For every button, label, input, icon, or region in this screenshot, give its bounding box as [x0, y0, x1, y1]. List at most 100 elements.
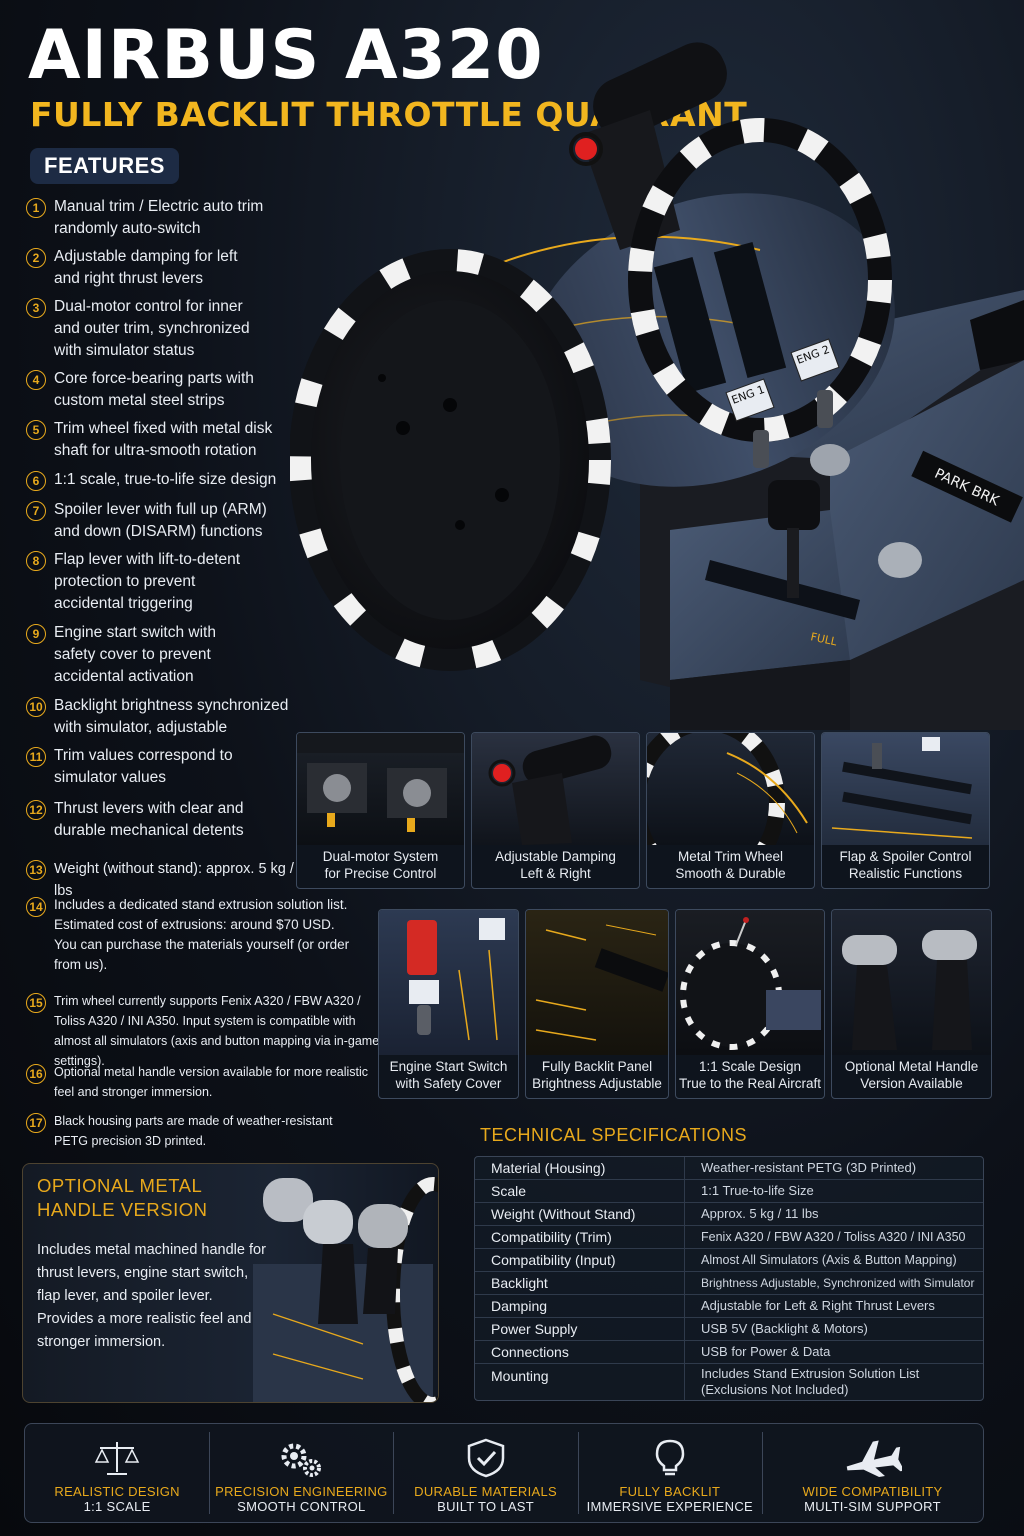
- feature-number: 13: [26, 860, 46, 880]
- feature-text: Dual-motor control for inner and outer t…: [54, 298, 250, 359]
- spec-value: Adjustable for Left & Right Thrust Lever…: [701, 1298, 935, 1313]
- feature-text: Weight (without stand): approx. 5 kg / 1…: [54, 861, 313, 899]
- spec-value: Approx. 5 kg / 11 lbs: [701, 1206, 819, 1221]
- metal-handle-image: [832, 910, 991, 1055]
- spec-key: Compatibility (Trim): [475, 1226, 685, 1248]
- full-label: FULL: [809, 630, 839, 648]
- spec-value: USB 5V (Backlight & Motors): [701, 1321, 868, 1336]
- benefit-fully-backlit: FULLY BACKLIT IMMERSIVE EXPERIENCE: [577, 1424, 762, 1522]
- airplane-icon: [847, 1440, 903, 1478]
- thumb-caption-line1: Fully Backlit Panel: [541, 1059, 653, 1074]
- feature-item: 17 Black housing parts are made of weathe…: [26, 1111, 386, 1151]
- benefit-subtitle: MULTI-SIM SUPPORT: [804, 1499, 941, 1514]
- thumb-caption-line1: Dual-motor System: [322, 849, 439, 864]
- thumb-caption-line2: for Precise Control: [324, 866, 437, 881]
- lightbulb-icon: [655, 1439, 685, 1476]
- benefit-durable-materials: DURABLE MATERIALS BUILT TO LAST: [393, 1424, 577, 1522]
- feature-text: 1:1 scale, true-to-life size design: [54, 471, 277, 488]
- optional-title: OPTIONAL METAL HANDLE VERSION: [37, 1175, 208, 1220]
- benefit-realistic-design: REALISTIC DESIGN 1:1 SCALE: [25, 1424, 209, 1522]
- feature-number: 3: [26, 298, 46, 318]
- feature-text: Black housing parts are made of weather-…: [54, 1114, 333, 1148]
- features-label: FEATURES: [30, 148, 179, 184]
- spec-key: Compatibility (Input): [475, 1249, 685, 1271]
- feature-item: 13 Weight (without stand): approx. 5 kg /…: [26, 858, 386, 902]
- feature-item: 9 Engine start switch with safety cover t…: [26, 622, 386, 688]
- backlit-panel-image: [526, 910, 668, 1055]
- spec-value: Includes Stand Extrusion Solution List (…: [701, 1366, 920, 1397]
- feature-text: Adjustable damping for left and right th…: [54, 248, 238, 287]
- damping-image: [472, 733, 639, 845]
- feature-item: 3 Dual-motor control for inner and outer …: [26, 296, 386, 362]
- table-row: Material (Housing)Weather-resistant PETG…: [475, 1157, 983, 1180]
- scale-design-image: [676, 910, 824, 1055]
- spec-key: Material (Housing): [475, 1157, 685, 1179]
- thumb-caption-line2: Brightness Adjustable: [532, 1076, 662, 1091]
- dual-motor-image: [297, 733, 464, 845]
- benefit-precision-engineering: PRECISION ENGINEERING SMOOTH CONTROL: [209, 1424, 393, 1522]
- feature-text: Flap lever with lift-to-detent protectio…: [54, 551, 241, 612]
- thumb-caption-line1: Optional Metal Handle: [844, 1059, 979, 1074]
- throttle-quadrant-image: ENG 1 ENG 2 PARK BRK FULL: [289, 40, 1024, 730]
- feature-text: Backlight brightness synchronized with s…: [54, 697, 289, 736]
- spec-key: Backlight: [475, 1272, 685, 1294]
- spec-value: Almost All Simulators (Axis & Button Map…: [701, 1253, 957, 1267]
- feature-number: 9: [26, 624, 46, 644]
- thumb-caption-line1: Flap & Spoiler Control: [839, 849, 972, 864]
- benefit-subtitle: IMMERSIVE EXPERIENCE: [586, 1499, 753, 1514]
- table-row: Compatibility (Trim)Fenix A320 / FBW A32…: [475, 1226, 983, 1249]
- metal-handle-illustration: [253, 1177, 438, 1402]
- table-row: Compatibility (Input) Almost All Simulato…: [475, 1249, 983, 1272]
- thumb-caption-line2: True to the Real Aircraft: [678, 1076, 822, 1091]
- feature-number: 15: [26, 993, 46, 1013]
- scale-icon: [94, 1442, 140, 1475]
- feature-number: 17: [26, 1113, 46, 1133]
- feature-number: 7: [26, 501, 46, 521]
- benefit-title: FULLY BACKLIT: [619, 1484, 721, 1499]
- feature-text: Core force-bearing parts with custom met…: [54, 370, 254, 409]
- page-title: AIRBUS A320: [28, 16, 544, 95]
- feature-item: 10 Backlight brightness synchronized with…: [26, 695, 386, 739]
- feature-number: 10: [26, 697, 46, 717]
- thumb-dual-motor: Dual-motor System for Precise Control: [296, 732, 465, 889]
- feature-number: 6: [26, 471, 46, 491]
- spec-key: Damping: [475, 1295, 685, 1317]
- benefit-subtitle: SMOOTH CONTROL: [237, 1499, 366, 1514]
- feature-number: 2: [26, 248, 46, 268]
- thumb-caption-line2: with Safety Cover: [395, 1076, 502, 1091]
- thumb-caption-line1: Adjustable Damping: [495, 849, 616, 864]
- optional-description: Includes metal machined handle for thrus…: [37, 1242, 266, 1350]
- spec-key: Weight (Without Stand): [475, 1203, 685, 1225]
- spec-value: USB for Power & Data: [701, 1344, 831, 1359]
- shield-check-icon: [467, 1438, 504, 1478]
- thumb-caption-line1: Metal Trim Wheel: [677, 849, 784, 864]
- feature-text: Engine start switch with safety cover to…: [54, 624, 216, 685]
- feature-text: Trim values correspond to simulator valu…: [54, 747, 233, 786]
- spec-value: 1:1 True-to-life Size: [701, 1183, 814, 1198]
- table-row: Weight (Without Stand) Approx. 5 kg / 11 …: [475, 1203, 983, 1226]
- benefit-subtitle: 1:1 SCALE: [83, 1499, 151, 1514]
- feature-number: 1: [26, 198, 46, 218]
- feature-number: 11: [26, 747, 46, 767]
- tech-specs-title: TECHNICAL SPECIFICATIONS: [480, 1125, 748, 1145]
- benefit-title: DURABLE MATERIALS: [414, 1484, 557, 1499]
